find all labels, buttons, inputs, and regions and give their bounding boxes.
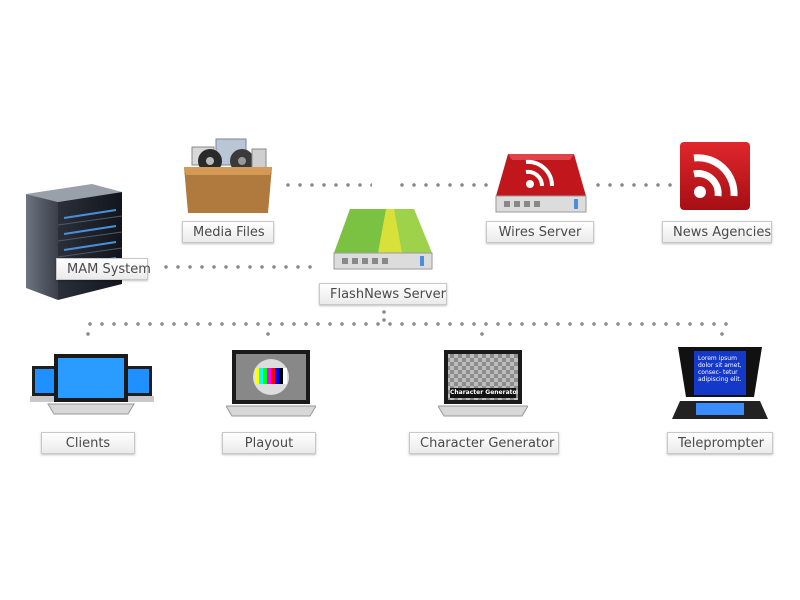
connector-mam-to-server: [160, 265, 320, 269]
character-generator-label: Character Generator: [409, 432, 559, 454]
rss-icon: [680, 142, 750, 210]
media-box-icon: [184, 138, 272, 213]
connector-drop-playout: [266, 330, 272, 340]
connector-drop-cg: [480, 330, 486, 340]
media-files-label: Media Files: [182, 221, 274, 243]
laptops-icon: [30, 354, 154, 415]
connector-server-to-wires: [396, 183, 496, 187]
news-agencies-label: News Agencies: [662, 221, 772, 243]
teleprompter-icon: [672, 347, 768, 419]
connector-wires-to-agencies: [592, 183, 672, 187]
mam-system-node[interactable]: [22, 180, 132, 305]
flashnews-server-node[interactable]: [328, 205, 438, 275]
news-agencies-node[interactable]: [678, 140, 752, 212]
connector-drop-teleprompter: [720, 330, 726, 340]
test-card-laptop-icon: [226, 350, 316, 417]
connector-drop-clients: [86, 330, 92, 340]
connector-bus-line: [84, 322, 732, 326]
wires-server-node[interactable]: [490, 150, 590, 216]
character-generator-node[interactable]: Character Generator: [438, 350, 528, 420]
media-files-node[interactable]: [180, 135, 276, 217]
playout-label: Playout: [222, 432, 316, 454]
wires-server-rss-icon: [495, 154, 587, 213]
server-tower-icon: [26, 184, 123, 300]
character-generator-laptop-icon: [438, 350, 528, 417]
flashnews-server-icon: [333, 209, 433, 270]
clients-label: Clients: [41, 432, 135, 454]
cg-caption-text: Character Generator: [450, 389, 516, 396]
connector-media-to-server: [282, 183, 372, 187]
connector-server-down: [382, 308, 388, 324]
playout-node[interactable]: [226, 350, 316, 420]
teleprompter-node[interactable]: Lorem ipsum dolor sit amet, consec- tetu…: [670, 345, 770, 425]
clients-node[interactable]: [30, 352, 154, 418]
flashnews-server-label: FlashNews Server: [319, 283, 447, 305]
mam-system-label: MAM System: [56, 258, 151, 280]
teleprompter-text: Lorem ipsum dolor sit amet, consec- tetu…: [698, 355, 742, 383]
teleprompter-label: Teleprompter: [667, 432, 773, 454]
wires-server-label: Wires Server: [486, 221, 594, 243]
